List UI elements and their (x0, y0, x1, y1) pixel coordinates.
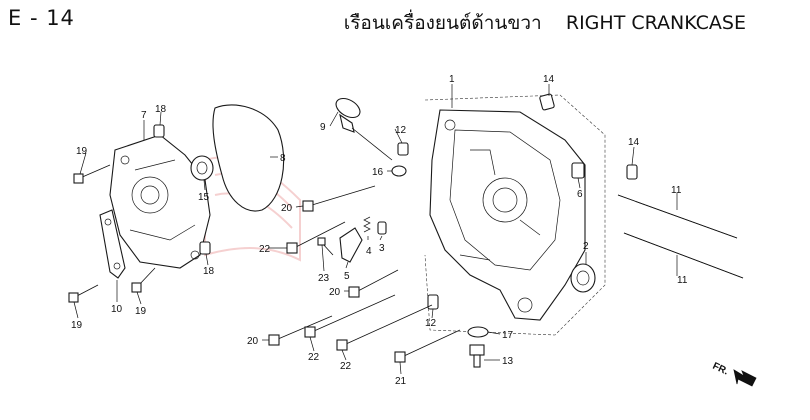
part-bracket (99, 209, 126, 279)
part-dowel-18-lower (199, 241, 211, 255)
callout-10: 10 (111, 304, 123, 315)
callout-4: 4 (366, 246, 372, 257)
page-title-english: RIGHT CRANKCASE (565, 12, 746, 34)
part-bolt-21 (394, 329, 461, 363)
forward-direction-label: FR. (711, 361, 730, 378)
callout-14-upper: 14 (543, 74, 555, 85)
callout-5: 5 (344, 271, 350, 282)
callout-9: 9 (320, 122, 326, 133)
callout-20-upper: 20 (281, 203, 293, 214)
callout-18-upper: 18 (155, 104, 167, 115)
leader-lines (73, 84, 678, 375)
part-screw (317, 237, 334, 256)
part-o-ring (391, 165, 407, 177)
part-bolt-22-lower (336, 304, 433, 351)
part-bolt-20-upper (302, 185, 376, 212)
page-title: เรือนเครื่องยนต์ด้านขวา RIGHT CRANKCASE (344, 8, 746, 38)
callout-22-middle: 22 (308, 352, 320, 363)
part-dowel-14-upper (539, 93, 555, 111)
forward-direction-indicator: FR. (711, 361, 757, 387)
part-spring (363, 216, 371, 233)
callout-12-lower: 12 (425, 318, 437, 329)
callout-23: 23 (318, 273, 330, 284)
callout-18-lower: 18 (203, 266, 215, 277)
callout-21: 21 (395, 376, 407, 387)
part-dipstick (335, 97, 393, 161)
callout-20-lower: 20 (247, 336, 259, 347)
callout-6: 6 (577, 189, 583, 200)
callout-22-upper: 22 (259, 244, 271, 255)
part-dowel-pin-lower (427, 294, 439, 310)
part-right-crankcase (429, 109, 586, 321)
callout-15: 15 (198, 192, 210, 203)
callout-16: 16 (372, 167, 384, 178)
part-stud-bolt-lower (623, 232, 744, 279)
part-bolt-22-upper (286, 221, 346, 254)
callout-8: 8 (280, 153, 286, 164)
part-drain-bolt (469, 344, 485, 368)
part-bolt-19-lower (131, 267, 156, 293)
callout-7: 7 (141, 110, 147, 121)
part-washer (467, 326, 489, 338)
callout-19-upper: 19 (76, 146, 88, 157)
page-code: E - 14 (8, 6, 75, 30)
callout-3: 3 (379, 243, 385, 254)
callout-17: 17 (502, 330, 514, 341)
part-bolt-19-upper (73, 164, 111, 184)
callout-1: 1 (449, 74, 455, 85)
part-gasket (212, 104, 285, 212)
callout-11-upper: 11 (671, 185, 682, 196)
part-dowel-pin-upper (397, 142, 409, 156)
callout-20-middle: 20 (329, 287, 341, 298)
callout-2: 2 (583, 241, 589, 252)
forward-arrow-icon (733, 369, 757, 387)
part-bolt-20-middle (348, 269, 399, 298)
part-dowel-14-lower (626, 164, 638, 180)
part-bolt-19-left (68, 284, 99, 303)
part-stud-bolt-upper (617, 194, 738, 239)
assembly-outline (424, 94, 606, 336)
callout-14-lower: 14 (628, 137, 640, 148)
callout-11-lower: 11 (677, 275, 688, 286)
callout-12-upper: 12 (395, 125, 407, 136)
part-plate (339, 227, 363, 263)
part-collar (571, 162, 585, 179)
part-bolt-20-lower (268, 315, 333, 346)
callout-19-left: 19 (71, 320, 83, 331)
part-bolt-22-middle (304, 294, 396, 338)
part-bearing (570, 263, 596, 293)
part-plug (377, 221, 387, 235)
page-title-thai: เรือนเครื่องยนต์ด้านขวา (343, 12, 542, 34)
callout-13: 13 (502, 356, 514, 367)
callout-22-lower: 22 (340, 361, 352, 372)
part-right-cover (109, 134, 211, 269)
callout-19-lower: 19 (135, 306, 147, 317)
part-oil-seal (190, 155, 214, 181)
part-dowel-18-upper (153, 124, 165, 138)
